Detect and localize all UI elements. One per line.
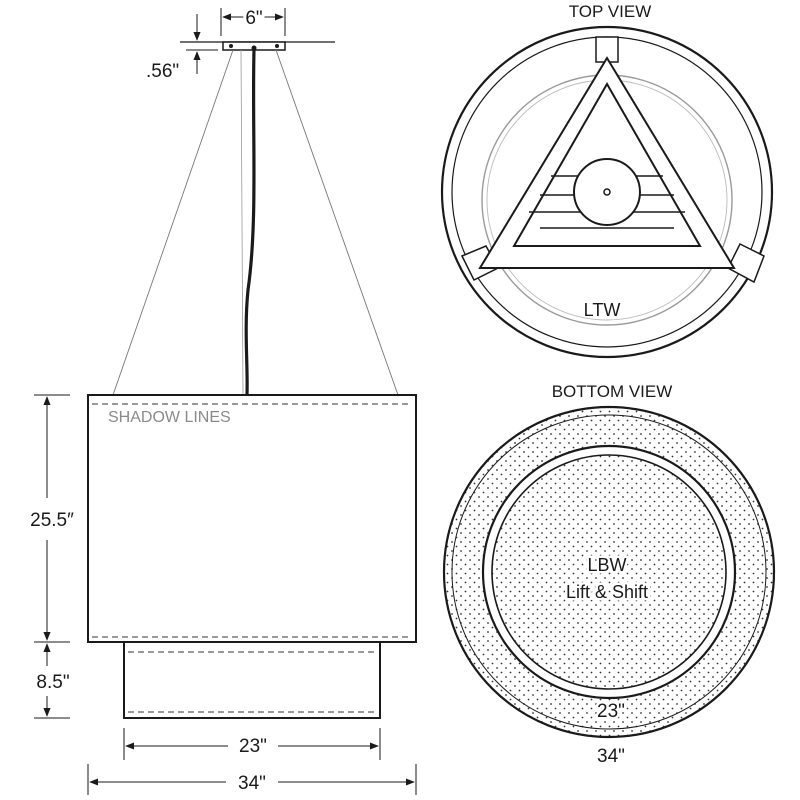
- spider-arms: [460, 36, 765, 284]
- lower-shade: [123, 641, 381, 719]
- bottom-view-title: BOTTOM VIEW: [552, 382, 673, 401]
- lower-height-label: 8.5": [36, 672, 69, 693]
- canopy-height-label: .56": [146, 61, 179, 82]
- bottom-view: BOTTOM VIEW LBW Lift & Shift 23" 34": [442, 382, 776, 767]
- overall-width-label: 34": [238, 773, 266, 794]
- power-cord: [244, 49, 256, 396]
- canopy-width-label: 6": [245, 8, 262, 29]
- bottom-view-outer-diameter: 34": [597, 746, 625, 767]
- top-view: TOP VIEW LTW: [440, 2, 774, 359]
- cable-right: [275, 49, 399, 396]
- top-view-label: LTW: [584, 300, 621, 320]
- bottom-view-label-line2: Lift & Shift: [566, 582, 648, 602]
- lower-width-label: 23": [239, 736, 267, 757]
- shadow-lines-label: SHADOW LINES: [108, 409, 231, 426]
- bottom-view-label-line1: LBW: [587, 555, 626, 575]
- bottom-view-diffuser: [491, 454, 727, 690]
- upper-shade: [87, 394, 417, 643]
- top-view-title: TOP VIEW: [569, 2, 652, 21]
- side-view: 6" .56" SHADOW LINES 25.5″ 8.5": [30, 5, 417, 795]
- upper-height-label: 25.5″: [30, 510, 74, 531]
- cable-left: [112, 49, 234, 396]
- bottom-view-inner-diameter: 23": [597, 701, 625, 722]
- cable-center: [240, 49, 244, 396]
